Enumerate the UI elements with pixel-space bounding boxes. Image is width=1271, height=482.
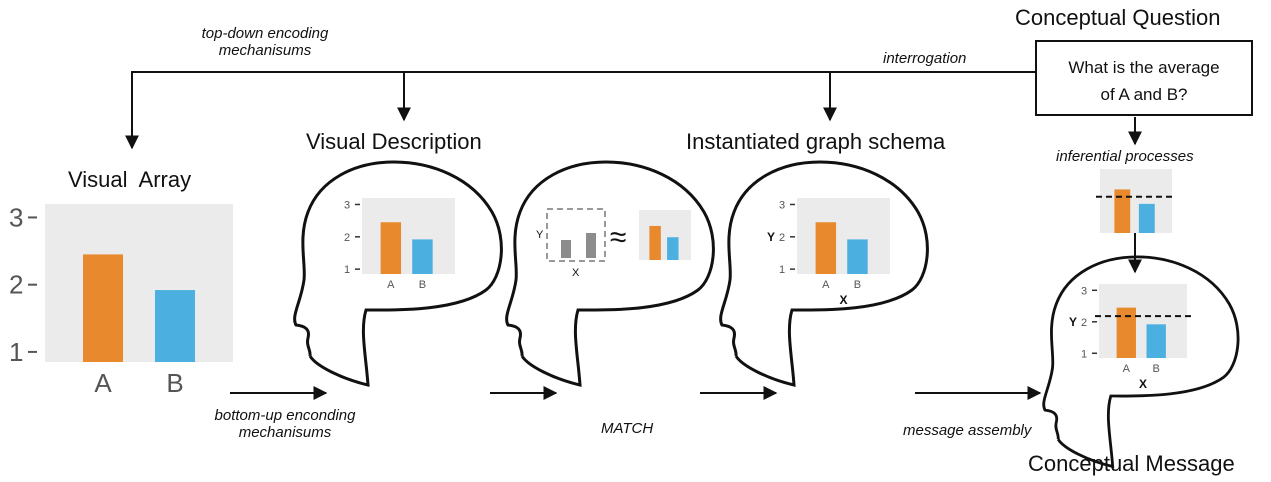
abstract-schema: Y X ≈: [536, 208, 626, 279]
conceptual-message-title: Conceptual Message: [1028, 451, 1235, 476]
y-axis-symbol: Y: [767, 230, 775, 244]
visual-array-title: Visual Array: [68, 167, 192, 192]
head-outline-icon: [719, 160, 929, 387]
y-tick-label: 1: [9, 337, 23, 367]
interrogation-label: interrogation: [883, 50, 967, 67]
visual-description-title: Visual Description: [306, 129, 482, 154]
bar-b: [1146, 324, 1166, 358]
message-chart: 1 2 3A B Y X: [1069, 284, 1191, 391]
chart-panel: [1099, 284, 1187, 358]
x-axis-symbol: X: [1139, 377, 1147, 391]
category-label: B: [166, 368, 183, 398]
bar-b: [412, 239, 433, 274]
approximately-equal-icon: ≈: [610, 221, 626, 254]
visual-array-panel: [45, 204, 233, 362]
match-chart: [639, 210, 691, 260]
bar-a: [1114, 189, 1131, 233]
y-tick-label: 2: [1081, 317, 1087, 329]
y-tick-label: 3: [779, 199, 785, 211]
bar-a: [815, 222, 837, 274]
head-group: [293, 160, 1240, 469]
y-tick-label: 2: [344, 232, 350, 244]
y-tick-label: 2: [779, 232, 785, 244]
inferential-label: inferential processes: [1056, 148, 1194, 165]
category-label: B: [419, 279, 426, 291]
y-tick-label: 1: [779, 264, 785, 276]
y-tick-label: 3: [9, 202, 23, 232]
bar-a: [649, 225, 661, 260]
y-tick-label: 1: [1081, 348, 1087, 360]
head-outline-icon: [505, 160, 715, 387]
bar-b: [667, 237, 679, 260]
top-down-label: top-down encoding mechanisums: [201, 25, 329, 59]
bottom-up-label: bottom-up enconding mechanisums: [214, 407, 356, 441]
schema-chart: 1 2 3A B Y X: [767, 198, 890, 307]
visual-description-chart: 1 2 3A B: [344, 198, 455, 291]
y-tick-label: 3: [1081, 285, 1087, 297]
bar-a: [380, 222, 402, 274]
match-label: MATCH: [601, 420, 654, 437]
visual-array-chart: 1 2 3A B: [9, 202, 195, 398]
bar-a: [83, 254, 123, 362]
head-outline-icon: [1042, 255, 1240, 469]
abstract-bar: [586, 233, 596, 258]
x-axis-symbol: X: [839, 293, 847, 307]
bar-b: [847, 239, 868, 274]
category-label: B: [854, 279, 861, 291]
bar-a: [1116, 307, 1136, 358]
category-label: A: [387, 279, 395, 291]
abstract-bar: [561, 240, 571, 258]
category-label: A: [1123, 363, 1131, 375]
chart-panel: [639, 210, 691, 260]
chart-panel: [362, 198, 455, 274]
message-assembly-label: message assembly: [903, 422, 1032, 439]
category-label: A: [822, 279, 830, 291]
chart-panel: [1100, 169, 1172, 233]
y-axis-symbol: Y: [1069, 315, 1077, 329]
conceptual-question-title: Conceptual Question: [1015, 5, 1221, 30]
question-box: What is the average of A and B?: [1035, 40, 1253, 116]
y-tick-label: 3: [344, 199, 350, 211]
instantiated-schema-title: Instantiated graph schema: [686, 129, 946, 154]
bar-b: [155, 290, 195, 362]
category-label: A: [94, 368, 112, 398]
inference-chart: [1096, 169, 1176, 233]
chart-panel: [797, 198, 890, 274]
y-tick-label: 1: [344, 264, 350, 276]
top-down-connector: [125, 71, 1142, 274]
question-text: What is the average of A and B?: [1068, 58, 1220, 104]
abstract-x-label: X: [572, 267, 580, 279]
abstract-y-label: Y: [536, 229, 544, 241]
head-outline-icon: [293, 160, 503, 387]
category-label: B: [1153, 363, 1160, 375]
bar-b: [1138, 203, 1155, 233]
y-tick-label: 2: [9, 270, 23, 300]
